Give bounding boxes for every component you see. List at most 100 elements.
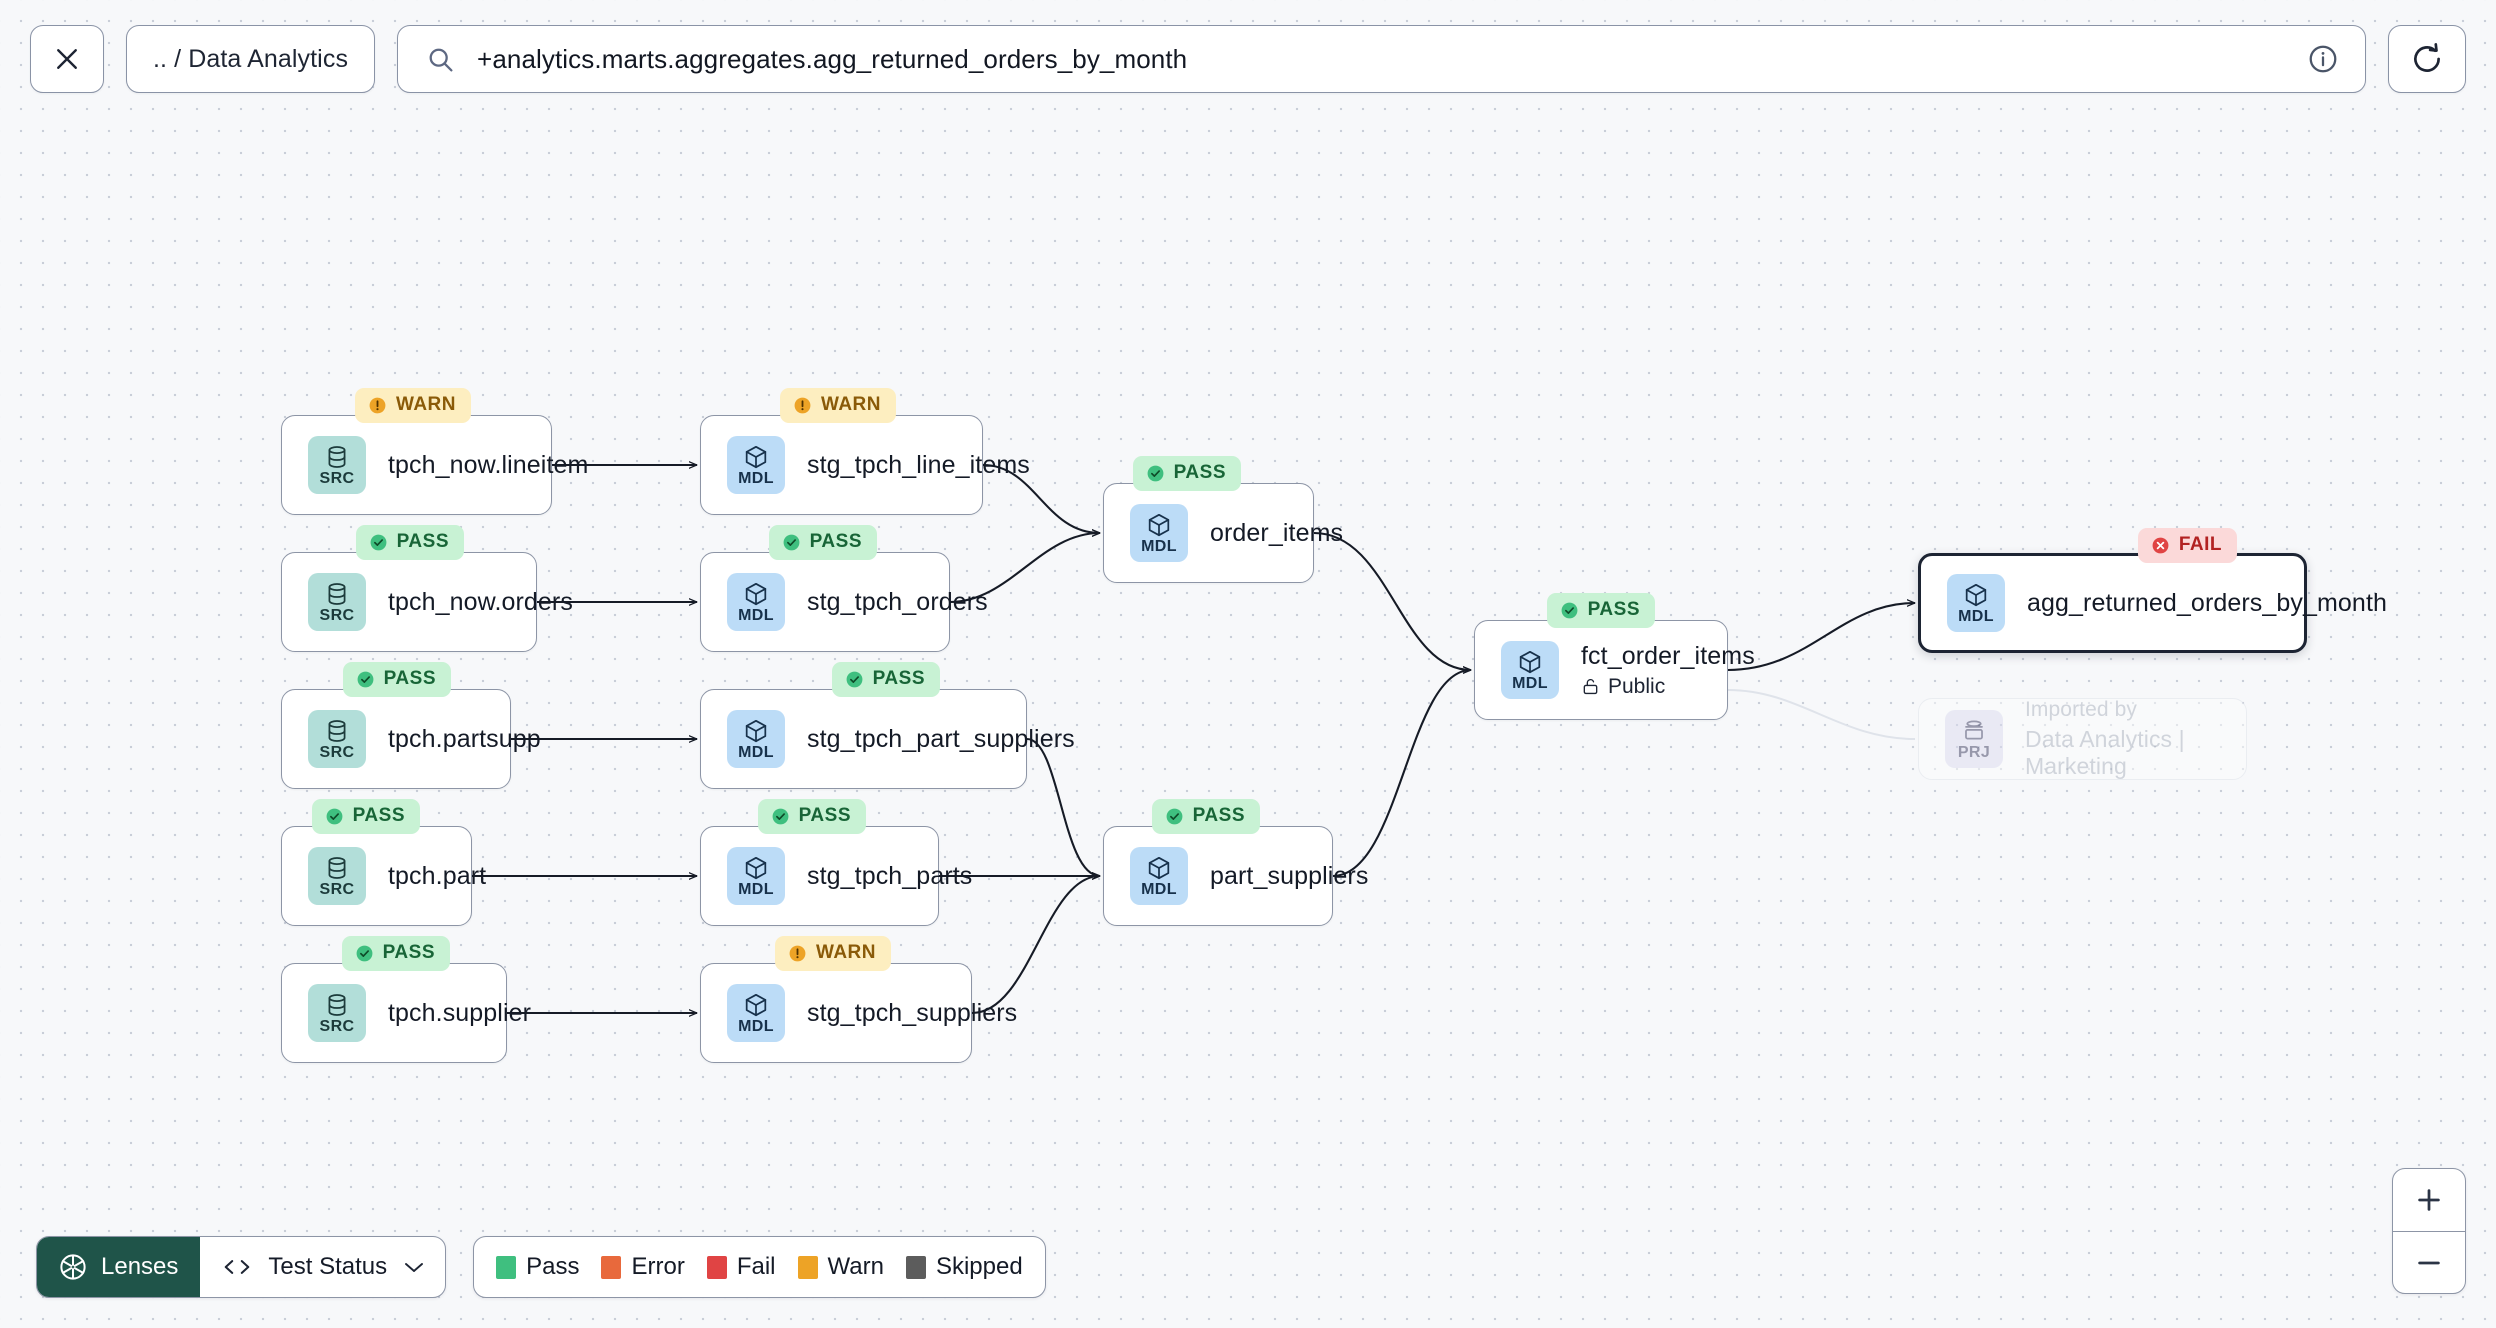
node-text: Imported by Data Analytics | Marketing: [2025, 698, 2220, 780]
breadcrumb-button[interactable]: .. / Data Analytics: [126, 25, 376, 93]
node-title: stg_tpch_suppliers: [807, 998, 1018, 1027]
test-status-label: Test Status: [268, 1253, 388, 1280]
search-bar[interactable]: +analytics.marts.aggregates.agg_returned…: [397, 25, 2366, 93]
warning-circle-icon: [794, 397, 811, 413]
node-status-label: WARN: [815, 942, 876, 963]
test-status-dropdown[interactable]: Test Status: [200, 1237, 445, 1297]
node-kind-badge: MDL: [1130, 847, 1188, 905]
legend-item-fail[interactable]: Fail: [706, 1253, 776, 1281]
cube-icon: [1519, 650, 1541, 673]
graph-node-stg_tpch_suppliers[interactable]: MDL stg_tpch_suppliers WARN: [700, 936, 1018, 1063]
node-kind-badge: MDL: [727, 847, 785, 905]
node-kind-label: SRC: [319, 1017, 355, 1035]
node-title: tpch.partsupp: [388, 724, 541, 753]
node-status-badge: PASS: [1132, 456, 1241, 491]
check-circle-icon: [1147, 465, 1164, 481]
node-status-label: PASS: [809, 531, 862, 552]
node-kind-badge: PRJ: [1945, 710, 2003, 768]
node-kind-label: MDL: [738, 1017, 774, 1035]
node-kind-badge: MDL: [1130, 504, 1188, 562]
cube-icon: [1965, 583, 1987, 606]
legend-item-error[interactable]: Error: [601, 1253, 685, 1281]
imported-by-label: Imported by: [2025, 698, 2137, 721]
node-kind-badge: MDL: [1501, 641, 1559, 699]
node-title: stg_tpch_line_items: [807, 450, 1030, 479]
lenses-button[interactable]: Lenses: [37, 1237, 201, 1297]
legend-label: Skipped: [935, 1253, 1023, 1280]
node-status-badge: PASS: [311, 799, 420, 834]
node-kind-label: SRC: [319, 606, 355, 624]
node-title: tpch.part: [388, 861, 487, 890]
check-circle-icon: [1561, 602, 1578, 618]
check-circle-icon: [370, 534, 387, 550]
cube-icon: [745, 445, 767, 468]
node-kind-label: PRJ: [1957, 743, 1991, 761]
close-button[interactable]: [30, 25, 104, 93]
node-kind-label: MDL: [738, 606, 774, 624]
zoom-in-button[interactable]: [2393, 1169, 2465, 1231]
node-text: part_suppliers: [1210, 862, 1368, 891]
node-status-badge: PASS: [757, 799, 866, 834]
node-status-badge: PASS: [341, 936, 450, 971]
legend-item-skipped[interactable]: Skipped: [905, 1253, 1023, 1281]
node-text: stg_tpch_suppliers: [807, 998, 1018, 1028]
search-input[interactable]: +analytics.marts.aggregates.agg_returned…: [477, 43, 1188, 74]
warning-circle-icon: [369, 397, 386, 413]
node-text: stg_tpch_orders: [807, 587, 988, 617]
legend-label: Pass: [526, 1253, 580, 1280]
node-status-label: PASS: [1173, 462, 1226, 483]
node-status-label: PASS: [382, 942, 435, 963]
legend-item-pass[interactable]: Pass: [496, 1253, 579, 1281]
info-icon[interactable]: [2307, 43, 2339, 75]
cube-icon: [745, 582, 767, 605]
check-circle-icon: [772, 808, 789, 824]
error-circle-icon: [2152, 537, 2169, 553]
check-circle-icon: [846, 671, 863, 687]
node-kind-label: MDL: [1958, 607, 1994, 625]
node-status-label: FAIL: [2178, 534, 2222, 555]
zoom-out-button[interactable]: [2393, 1231, 2465, 1293]
imported-by-project-name: Data Analytics | Marketing: [2025, 726, 2185, 779]
node-kind-badge: MDL: [727, 984, 785, 1042]
check-circle-icon: [326, 808, 343, 824]
minus-icon: [2418, 1261, 2440, 1264]
search-icon: [429, 48, 453, 72]
node-text: tpch.part: [388, 861, 487, 891]
node-text: tpch_now.lineitem: [388, 451, 588, 480]
graph-node-stg_tpch_orders[interactable]: MDL stg_tpch_orders PASS: [700, 525, 988, 652]
node-title: stg_tpch_part_suppliers: [807, 724, 1075, 753]
node-kind-badge: SRC: [308, 436, 366, 494]
node-kind-label: MDL: [1141, 880, 1177, 898]
graph-node-stg_tpch_parts[interactable]: MDL stg_tpch_parts PASS: [700, 799, 973, 926]
node-status-badge: FAIL: [2137, 528, 2237, 563]
node-status-label: PASS: [383, 668, 436, 689]
graph-node-imported_by_project[interactable]: PRJ Imported by Data Analytics | Marketing: [1918, 698, 2247, 780]
node-status-badge: WARN: [774, 936, 891, 971]
lenses-label: Lenses: [101, 1253, 179, 1280]
cube-icon: [1148, 856, 1170, 879]
node-title: stg_tpch_orders: [807, 587, 988, 616]
node-title: order_items: [1210, 518, 1344, 547]
node-kind-label: MDL: [738, 469, 774, 487]
legend-item-warn[interactable]: Warn: [797, 1253, 884, 1281]
graph-node-order_items[interactable]: MDL order_items PASS: [1103, 456, 1344, 583]
zoom-controls: [2392, 1168, 2466, 1294]
node-title: stg_tpch_parts: [807, 861, 973, 890]
node-status-badge: PASS: [1546, 593, 1655, 628]
check-circle-icon: [356, 945, 373, 961]
legend-swatch-icon: [601, 1255, 622, 1279]
refresh-button[interactable]: [2388, 25, 2466, 93]
code-icon: [225, 1260, 250, 1274]
